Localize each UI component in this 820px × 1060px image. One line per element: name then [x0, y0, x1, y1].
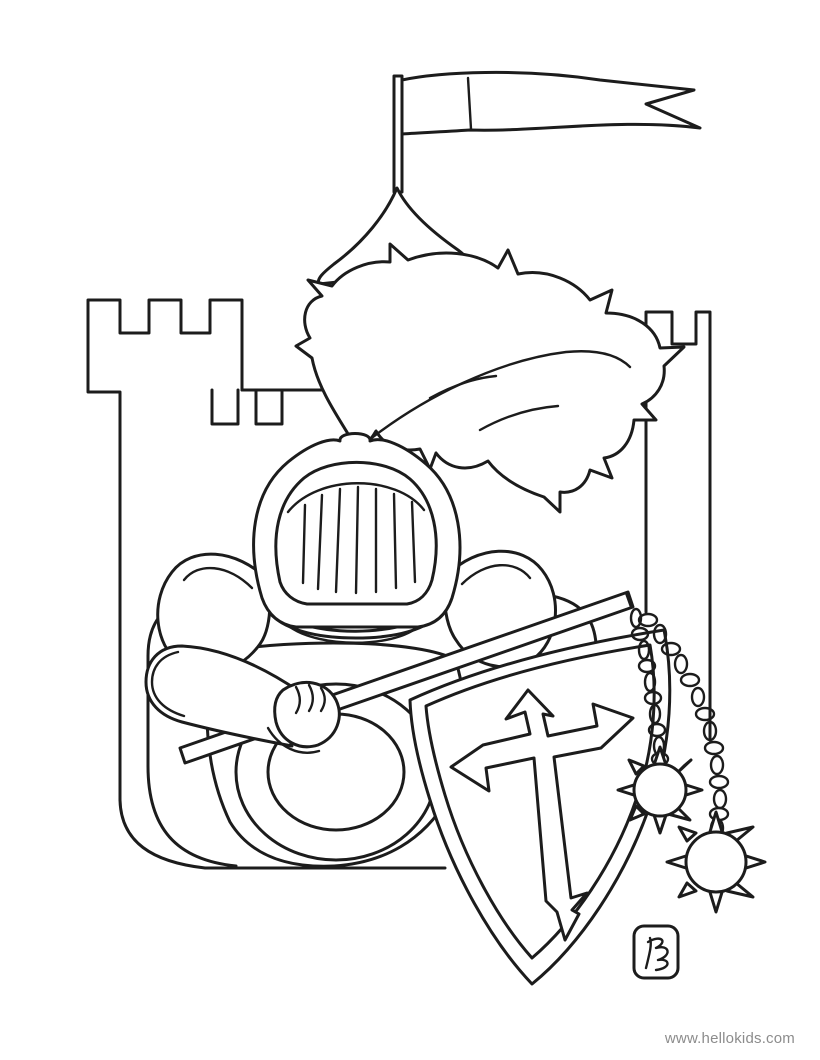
- castle-wall-bottom: [118, 798, 447, 870]
- flail-ball-large: [665, 810, 767, 914]
- shield-cross: [449, 688, 635, 942]
- castle-wall-teeth: [210, 388, 284, 426]
- flag-fold-line: [466, 76, 473, 131]
- flail-ball-small: [616, 745, 704, 835]
- helmet-chin-line: [288, 625, 420, 644]
- plume-barb: [428, 374, 560, 432]
- flail-ball-large-body: [684, 830, 748, 894]
- visor-slits: [301, 485, 417, 595]
- flail-group: [616, 607, 767, 914]
- shield-inner-border: [424, 643, 656, 960]
- shield-group: [408, 628, 672, 986]
- helmet-group: [252, 432, 462, 644]
- axe-blade-edge-line: [150, 650, 186, 718]
- flag-group: [392, 70, 702, 194]
- castle-right-tower: [644, 310, 712, 742]
- axe-group: [144, 590, 635, 765]
- left-pauldron-line: [182, 566, 254, 590]
- flag: [400, 70, 702, 136]
- gauntlet-knuckle-lines: [294, 683, 326, 715]
- plume-rachis: [362, 350, 632, 446]
- signature-scribble: [644, 936, 669, 972]
- axe-head: [144, 644, 302, 748]
- watermark-url: www.hellokids.com: [664, 1030, 795, 1047]
- axe-handle-cap: [624, 591, 633, 609]
- artist-signature: [632, 924, 680, 980]
- flail-ball-small-body: [632, 762, 688, 818]
- right-pauldron-line: [460, 564, 532, 586]
- knight-gauntlet: [273, 681, 341, 749]
- gauntlet-cuff: [266, 726, 321, 754]
- castle-left-tower: [86, 298, 244, 802]
- visor-brow-line: [286, 482, 426, 514]
